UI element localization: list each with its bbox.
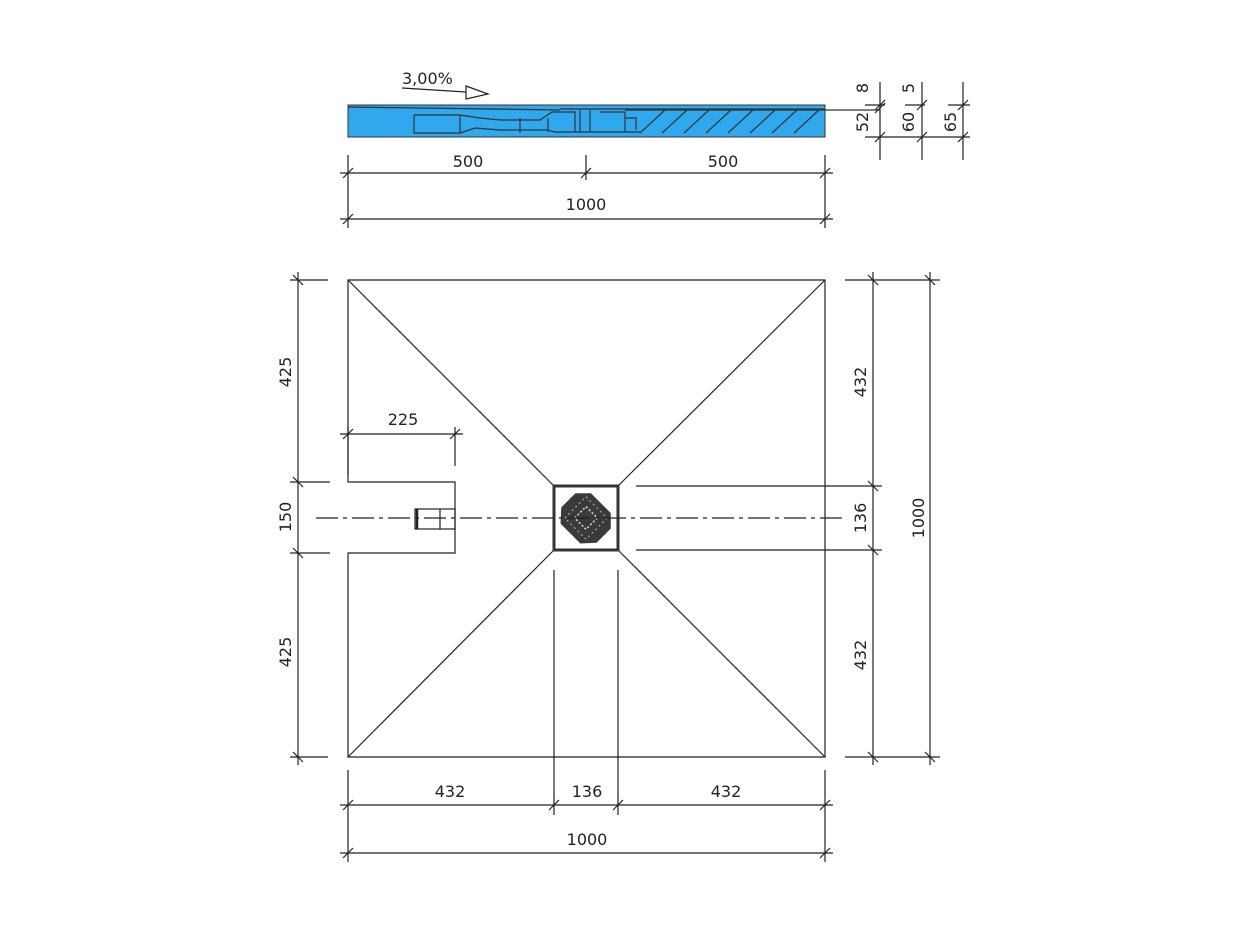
dim-left-middle: 150 [276,502,295,533]
section-view: 3,00% 500 500 1000 8 52 5 60 65 [340,69,970,228]
dim-body: 52 [853,112,872,132]
dim-left-top: 425 [276,357,295,388]
dim-top-layer: 8 [853,83,872,93]
dim-bottom-left: 432 [435,782,466,801]
plan-view: 425 150 425 225 432 136 432 1000 432 136… [276,272,940,862]
dim-right-top: 432 [851,367,870,398]
dim-height-60: 60 [899,112,918,132]
drain-section-outline [347,106,880,134]
slope-arrow-icon [465,85,491,100]
dim-bottom-middle: 136 [572,782,603,801]
dim-bottom-total: 1000 [567,830,608,849]
slope-label: 3,00% [402,69,453,88]
dim-top-layer-2: 5 [899,83,918,93]
dim-right-bottom: 432 [851,640,870,671]
dim-half-left: 500 [453,152,484,171]
slope-lines [347,279,826,758]
dim-right-total: 1000 [909,498,928,539]
dim-bottom-right: 432 [711,782,742,801]
dim-height-65: 65 [941,112,960,132]
outlet-pipe [414,508,456,530]
dim-left-bottom: 425 [276,637,295,668]
dim-half-right: 500 [708,152,739,171]
dim-notch: 225 [388,410,419,429]
dim-right-middle: 136 [851,503,870,534]
dim-section-total: 1000 [566,195,607,214]
